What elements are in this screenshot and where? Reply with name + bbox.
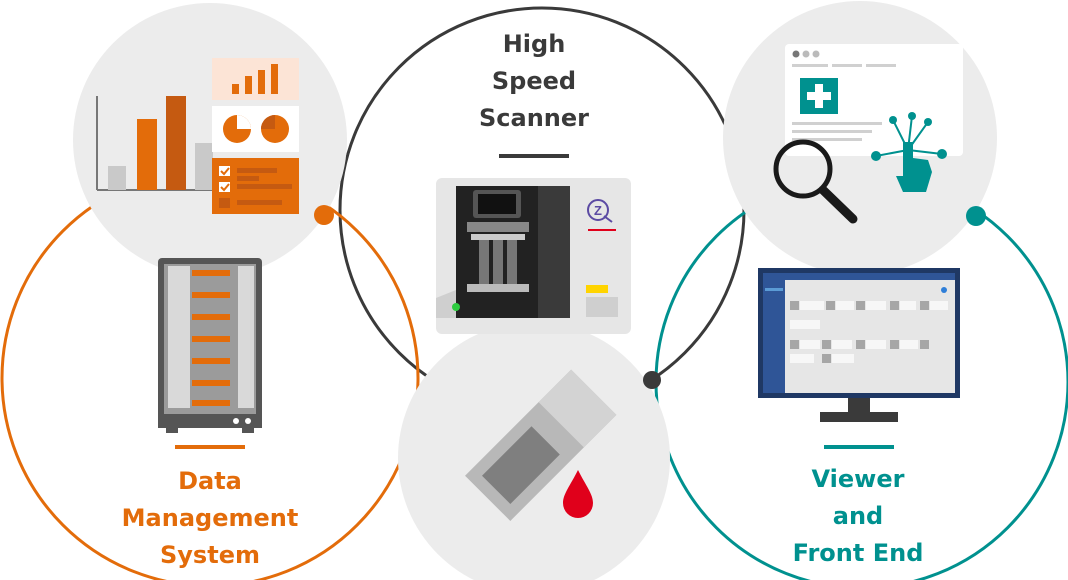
browser-window-icon xyxy=(785,44,963,156)
scanner-label-line: Speed xyxy=(491,67,577,95)
dms-label-line: Management xyxy=(121,504,299,532)
scanner-connector-dot xyxy=(643,371,661,389)
dms-divider xyxy=(175,445,245,449)
slide-scanner-icon: Z xyxy=(436,178,631,334)
glass-slide-icon xyxy=(465,369,617,521)
scanner-logo-letter: Z xyxy=(594,203,602,218)
viewer-connector-dot xyxy=(966,206,986,226)
dms-label-line: System xyxy=(160,541,260,569)
scanner-divider xyxy=(499,154,569,158)
dms-report-bubble xyxy=(73,3,347,277)
blood-drop-icon xyxy=(563,470,593,518)
touch-hand-icon xyxy=(871,112,947,192)
scanner-label: High Speed Scanner xyxy=(434,26,634,137)
server-rack-icon xyxy=(158,258,262,433)
dms-label-line: Data xyxy=(178,467,242,495)
magnifier-icon xyxy=(773,139,858,224)
scanner-label-line: High xyxy=(502,30,566,58)
viewer-label-line: Front End xyxy=(792,539,924,567)
monitor-icon xyxy=(758,268,960,422)
scanner-label-line: Scanner xyxy=(479,104,589,132)
viewer-divider xyxy=(824,445,894,449)
viewer-label-line: Viewer xyxy=(811,465,905,493)
bar-chart-icon xyxy=(96,58,299,214)
viewer-label: Viewer and Front End xyxy=(758,461,958,572)
dms-label: Data Management System xyxy=(110,463,310,574)
dms-connector-dot xyxy=(314,205,334,225)
viewer-label-line: and xyxy=(832,502,884,530)
